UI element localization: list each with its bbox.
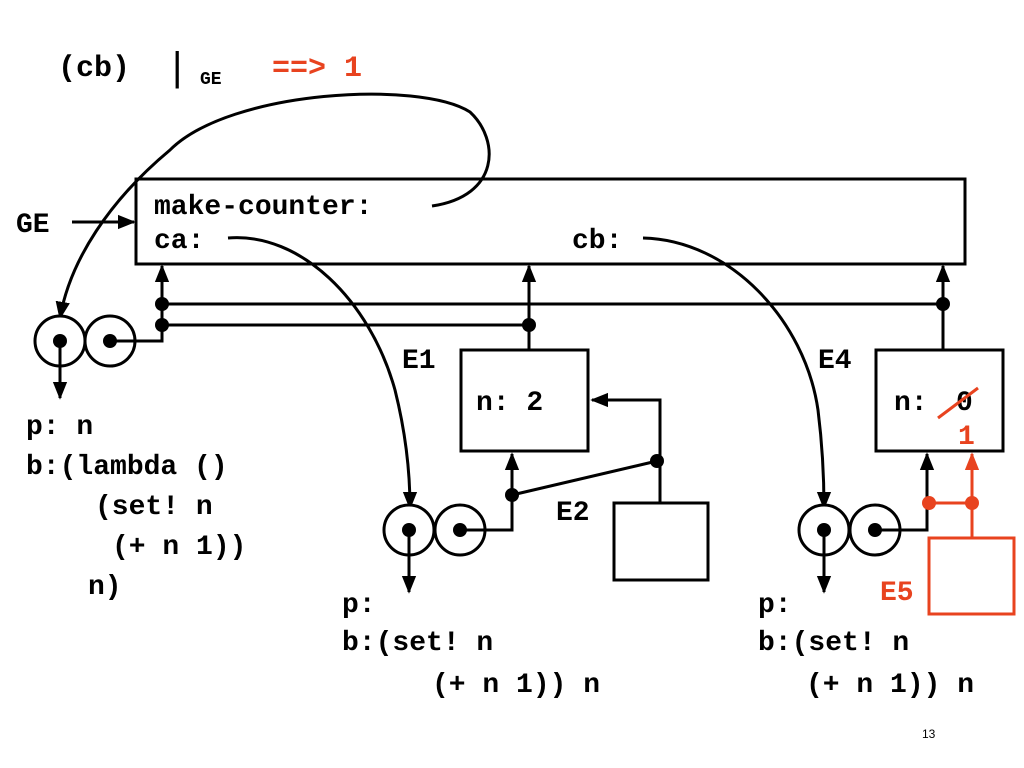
make-counter-params: p: n xyxy=(26,412,93,443)
frame-e2-box xyxy=(612,501,710,582)
make-counter-procedure xyxy=(33,304,164,400)
junction-dot xyxy=(155,318,169,332)
header-env-subscript: GE xyxy=(200,70,222,90)
junction-dot xyxy=(505,488,519,502)
binding-ca: ca: xyxy=(154,226,204,257)
frame-e1-binding: n: 2 xyxy=(476,388,543,419)
make-counter-body-line: (+ n 1)) xyxy=(112,532,246,563)
frame-e5: E5 xyxy=(880,452,1016,616)
ca-body-line: b:(set! n xyxy=(342,628,493,659)
ca-body-line: (+ n 1)) n xyxy=(432,670,600,701)
cb-procedure xyxy=(797,452,935,594)
ca-binding-arrow xyxy=(227,236,418,510)
e2-to-e1-arrow xyxy=(590,392,662,503)
strikeout-mark xyxy=(937,386,979,420)
cb-params: p: xyxy=(758,590,792,621)
cb-body-line: b:(set! n xyxy=(758,628,909,659)
frame-e5-box xyxy=(927,536,1016,616)
make-counter-arrow xyxy=(55,92,491,320)
frame-e1-label: E1 xyxy=(402,346,436,377)
junction-dot xyxy=(965,496,979,510)
frame-e4-label: E4 xyxy=(818,346,852,377)
frame-e4-box xyxy=(874,348,1005,453)
binding-make-counter: make-counter: xyxy=(154,192,372,223)
frame-e1-box xyxy=(459,348,590,453)
ca-procedure xyxy=(382,452,658,594)
junction-dot xyxy=(155,297,169,311)
frame-e2-label: E2 xyxy=(556,498,590,529)
make-counter-body-line: n) xyxy=(88,572,122,603)
slide-number: 13 xyxy=(922,727,936,741)
make-counter-text: p: n b:(lambda () (set! n (+ n 1)) n) xyxy=(26,412,246,603)
cb-binding-arrow xyxy=(642,236,832,510)
header-result: ==> 1 xyxy=(272,52,362,86)
make-counter-env-link xyxy=(110,304,164,343)
make-counter-body-line: (set! n xyxy=(95,492,213,523)
header-bar: | xyxy=(172,45,182,89)
frame-e4-new-value: 1 xyxy=(958,422,975,453)
frame-e5-label: E5 xyxy=(880,578,914,609)
e2-parent-link xyxy=(511,459,658,497)
make-counter-body-line: b:(lambda () xyxy=(26,452,228,483)
ca-env-link xyxy=(460,495,514,532)
global-frame-box xyxy=(134,177,967,266)
header-expression: (cb) xyxy=(58,52,130,86)
cb-env-link xyxy=(875,503,929,532)
global-env-label: GE xyxy=(16,210,50,241)
ca-params: p: xyxy=(342,590,376,621)
cb-body-line: (+ n 1)) n xyxy=(806,670,974,701)
junction-dot xyxy=(922,496,936,510)
binding-cb: cb: xyxy=(572,226,622,257)
frame-e4-binding-name: n: xyxy=(894,388,928,419)
header: (cb) | GE ==> 1 xyxy=(58,45,362,90)
